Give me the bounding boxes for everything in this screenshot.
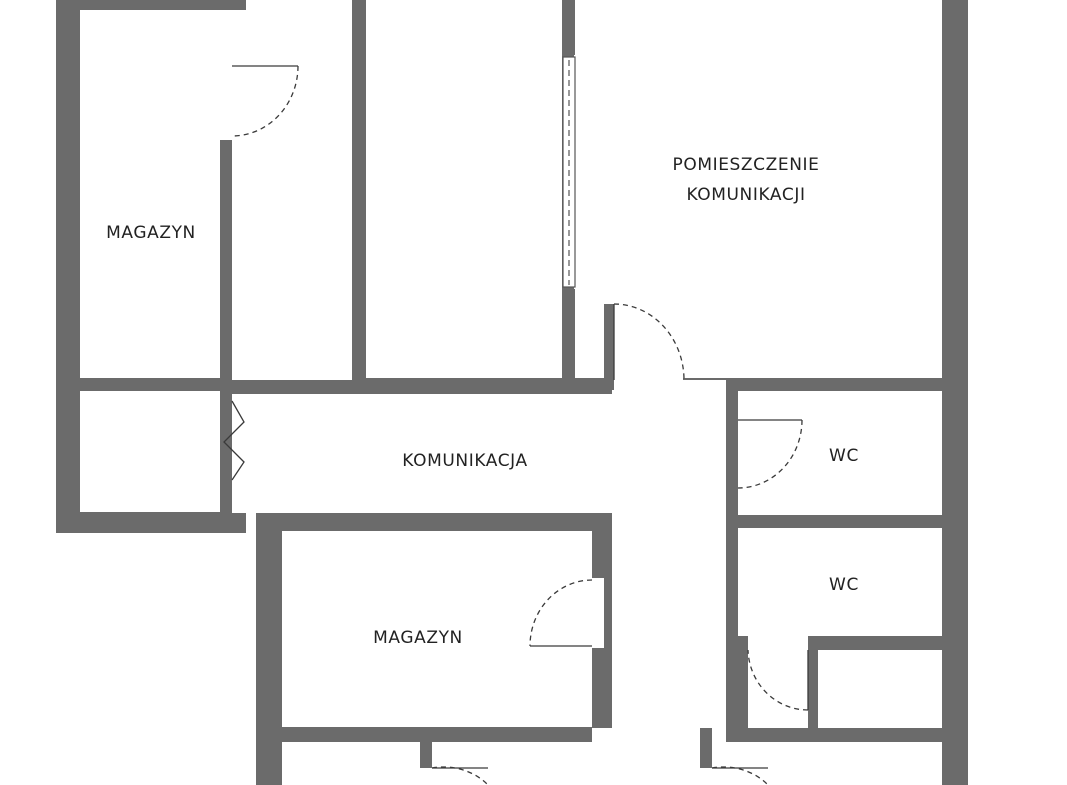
- room-bottom-left: [282, 742, 592, 785]
- room-wc-upper: [738, 391, 942, 515]
- room-bottom-right: [712, 742, 942, 785]
- door-wc-upper-arc: [737, 419, 803, 489]
- label-magazyn-bottom: MAGAZYN: [373, 628, 463, 648]
- door-folding: [223, 400, 245, 481]
- label-pomieszczenie-2: KOMUNIKACJI: [686, 185, 805, 205]
- room-interiors: [80, 0, 968, 785]
- jamb-bottom-left: [420, 742, 432, 768]
- jamb-wc-lower: [808, 636, 818, 650]
- door-pomieszczenie-arc: [613, 303, 685, 381]
- doors: [223, 65, 818, 785]
- room-right-small: [818, 650, 942, 728]
- partition-solid-bottom: [563, 289, 575, 378]
- glass-partition: [562, 0, 614, 390]
- label-komunikacja: KOMUNIKACJA: [402, 451, 527, 471]
- label-wc-upper: WC: [829, 446, 859, 466]
- jamb-wc-upper: [726, 391, 738, 419]
- room-magazyn-top: [80, 10, 220, 378]
- jamb-bottom-right: [700, 728, 712, 768]
- room-center-upper: [366, 0, 562, 378]
- room-wc-lower-ext: [748, 636, 808, 728]
- room-magazyn-bottom-door: [590, 578, 604, 648]
- corridor-notch: [614, 304, 682, 394]
- label-magazyn-top: MAGAZYN: [106, 223, 196, 243]
- label-wc-lower: WC: [829, 575, 859, 595]
- door-bottom-right-arc: [711, 766, 769, 785]
- door-magazyn-bottom-arc: [529, 579, 593, 647]
- label-pomieszczenie-1: POMIESZCZENIE: [672, 155, 819, 175]
- door-wc-lower-arc: [747, 649, 809, 711]
- corridor-bottom-gap: [592, 728, 700, 785]
- top-gap: [246, 0, 352, 10]
- room-wc-lower: [738, 528, 942, 636]
- corridor-vertical: [612, 380, 726, 785]
- partition-solid-top: [563, 0, 575, 55]
- room-labels: MAGAZYN POMIESZCZENIE KOMUNIKACJI KOMUNI…: [106, 155, 859, 648]
- corridor-left-entry: [220, 10, 232, 140]
- corridor-left-entry-2: [232, 10, 352, 380]
- door-bottom-left-arc: [431, 766, 489, 785]
- wall-pomieszczenie-right: [942, 0, 968, 222]
- door-magazyn-top-arc: [231, 65, 299, 137]
- room-magazyn-bottom: [282, 531, 592, 727]
- partition-post: [604, 304, 614, 390]
- room-storage-small: [80, 391, 220, 512]
